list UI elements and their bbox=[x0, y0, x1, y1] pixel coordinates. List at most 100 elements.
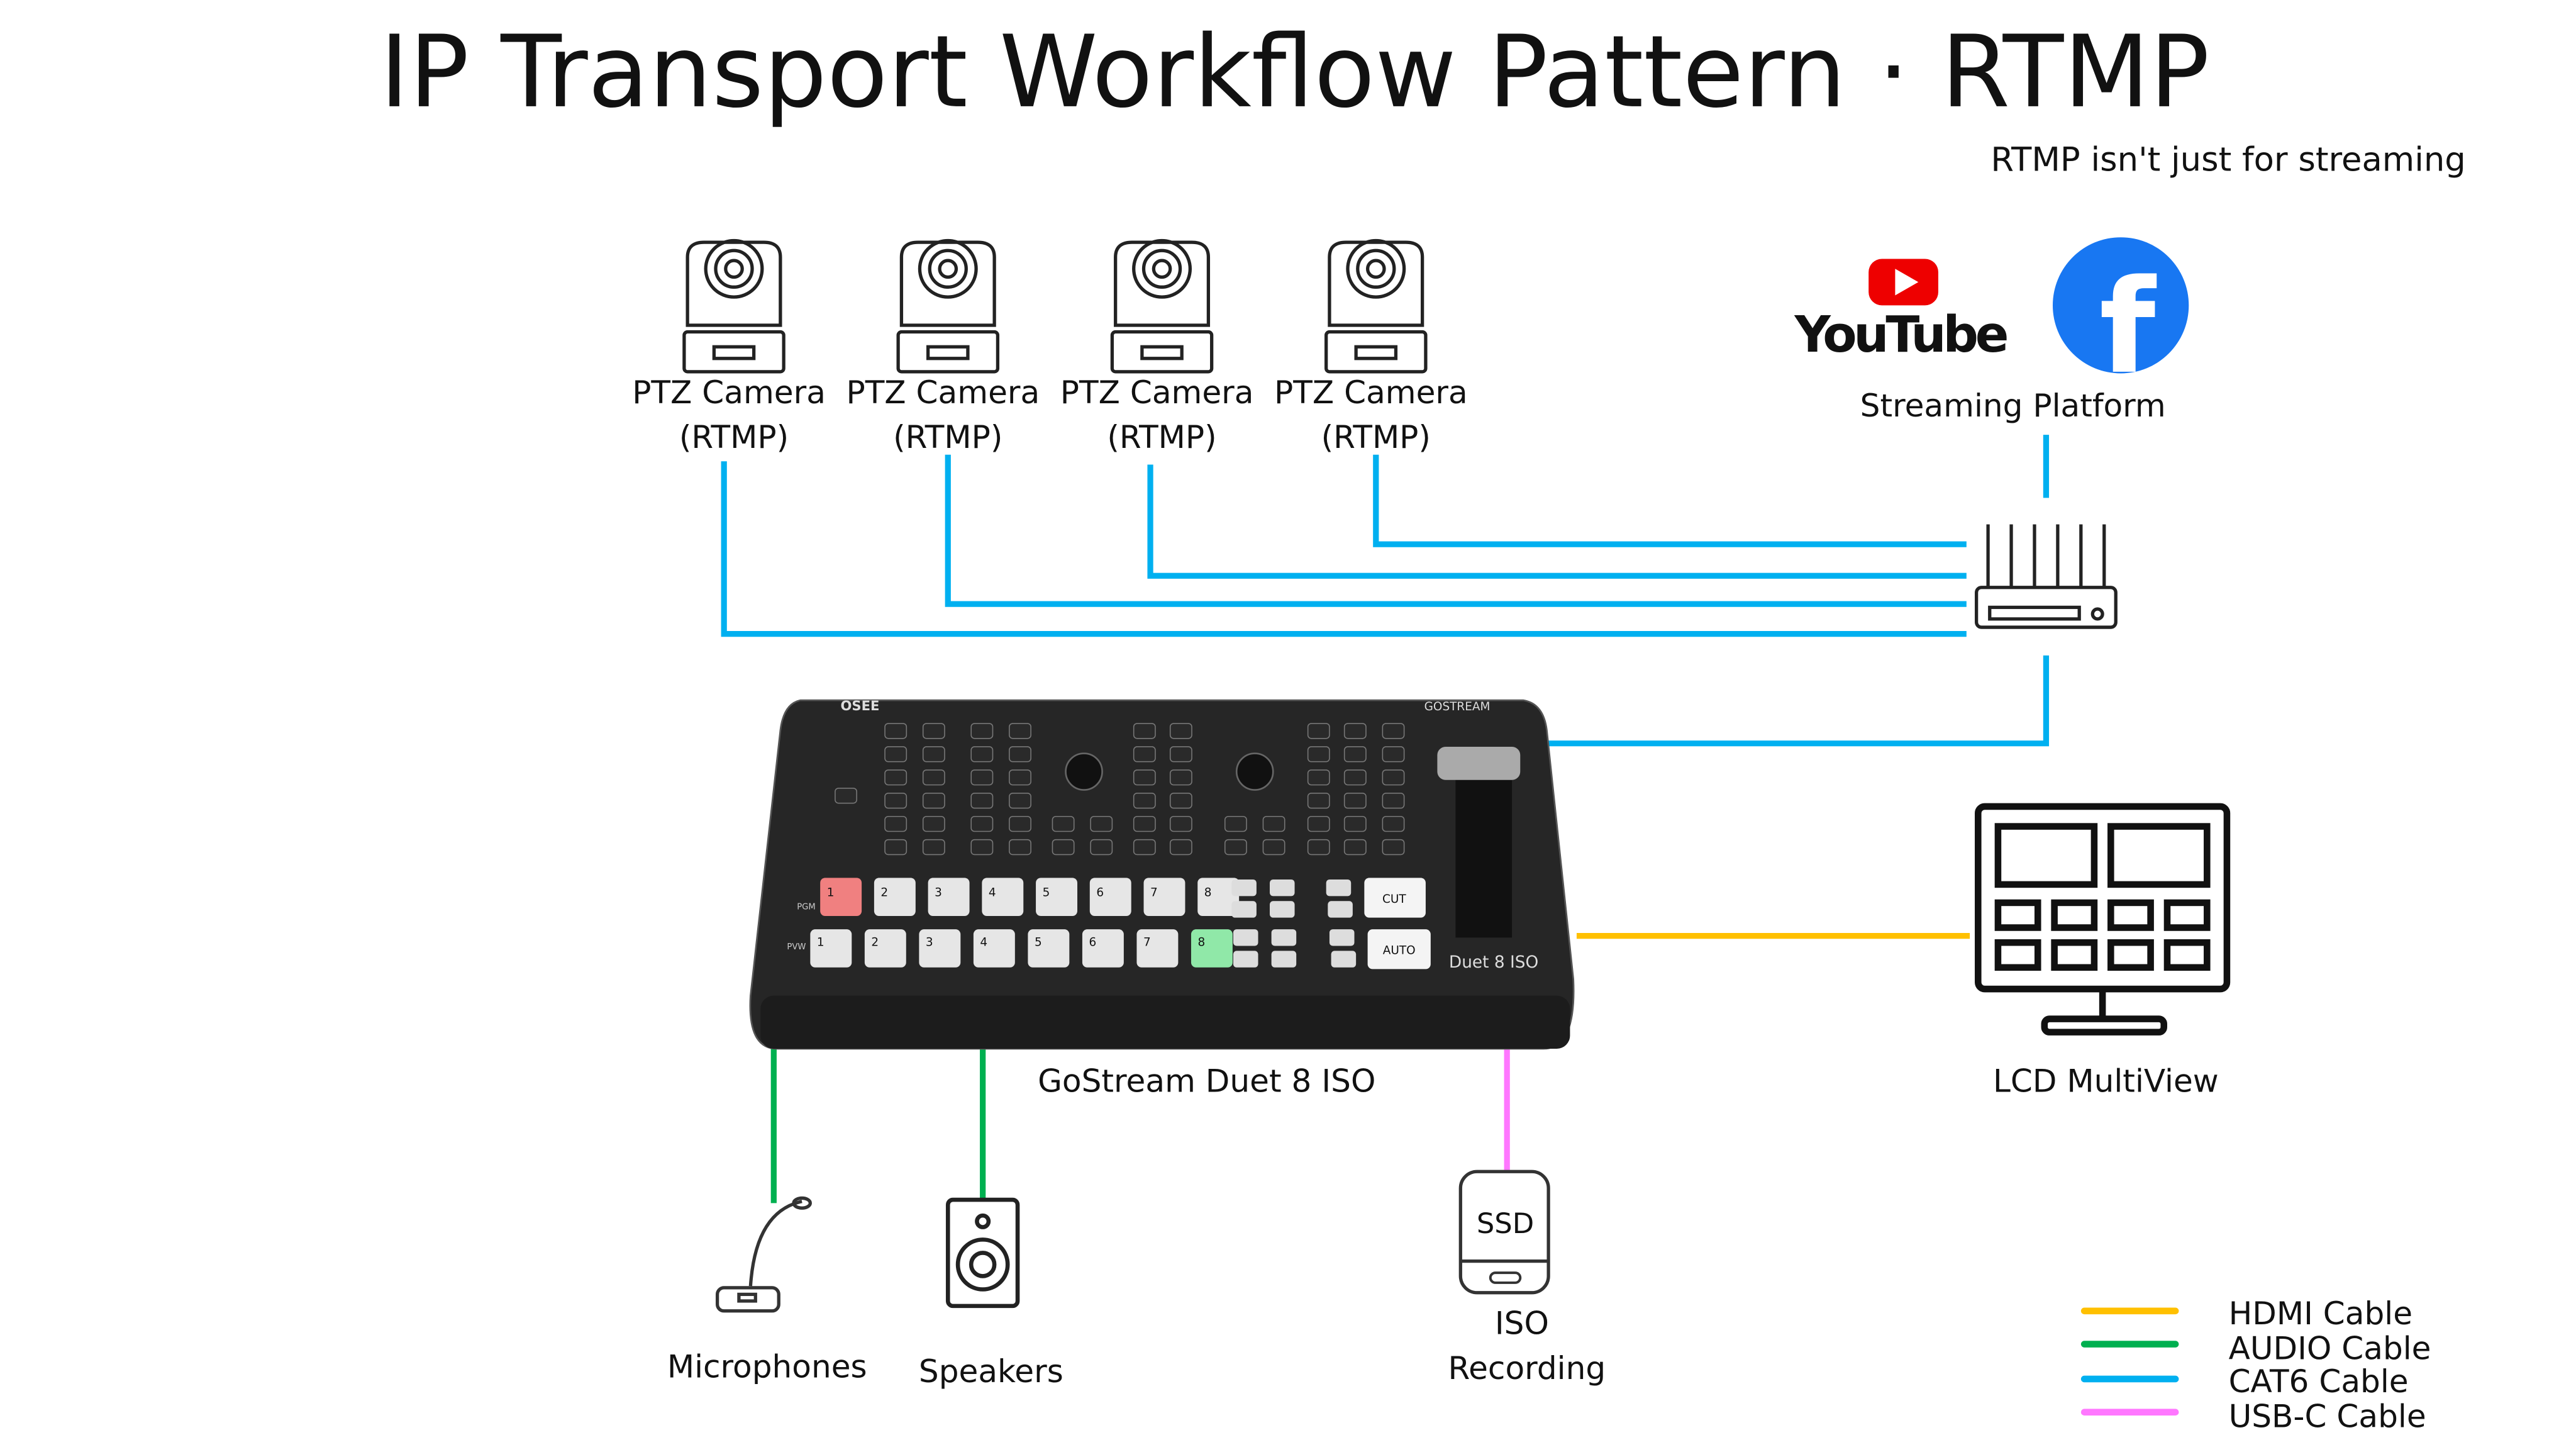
control-key bbox=[1382, 746, 1405, 762]
svg-text:YouTube: YouTube bbox=[1794, 306, 2006, 364]
pgm-key bbox=[1143, 878, 1185, 917]
legend: HDMI Cable AUDIO Cable CAT6 Cable USB-C … bbox=[2080, 1295, 2431, 1434]
control-key bbox=[884, 839, 908, 856]
control-key bbox=[884, 815, 908, 832]
control-key bbox=[1224, 815, 1247, 832]
control-key bbox=[1224, 839, 1247, 856]
pvw-key bbox=[864, 929, 906, 968]
pgm-key bbox=[820, 878, 862, 917]
control-key bbox=[1382, 839, 1405, 856]
microphone-icon bbox=[715, 1196, 812, 1313]
speakers-label: Speakers bbox=[919, 1353, 1063, 1390]
ptz-camera-icon bbox=[896, 238, 1000, 374]
pvw-key bbox=[973, 929, 1015, 968]
control-key bbox=[1009, 746, 1031, 762]
ptz-camera: PTZ Camera(RTMP) bbox=[846, 238, 1040, 455]
auto-button bbox=[1367, 929, 1431, 969]
pgm-key bbox=[1089, 878, 1131, 917]
cat6-cable-camera-2 bbox=[945, 454, 1967, 607]
control-key bbox=[884, 723, 908, 739]
router-icon bbox=[1975, 524, 2118, 629]
control-key bbox=[884, 769, 908, 786]
control-key bbox=[922, 793, 945, 809]
pvw-key bbox=[1136, 929, 1179, 968]
ssd-label-line2: Recording bbox=[1448, 1349, 1606, 1387]
control-key bbox=[1133, 769, 1156, 786]
youtube-logo: YouTube bbox=[1794, 259, 2010, 364]
facebook-logo: f bbox=[2052, 237, 2189, 403]
pvw-key-label: 2 bbox=[871, 935, 879, 949]
svg-text:PVW: PVW bbox=[787, 942, 806, 952]
control-key bbox=[922, 815, 945, 832]
control-key bbox=[1382, 793, 1405, 809]
control-key bbox=[1169, 746, 1192, 762]
pvw-key bbox=[1028, 929, 1070, 968]
control-key bbox=[1307, 839, 1330, 856]
pgm-key-label: 3 bbox=[935, 886, 942, 899]
pgm-key-label: 6 bbox=[1096, 886, 1104, 899]
control-key bbox=[1382, 723, 1405, 739]
legend-label-cat6: CAT6 Cable bbox=[2229, 1363, 2409, 1400]
camera-label: PTZ Camera bbox=[846, 374, 1040, 411]
cat6-cable-switcher bbox=[1543, 655, 2050, 747]
control-key bbox=[1052, 815, 1075, 832]
camera-protocol-label: (RTMP) bbox=[679, 418, 789, 455]
pgm-key bbox=[874, 878, 916, 917]
function-key bbox=[1326, 879, 1352, 896]
control-key bbox=[1009, 723, 1031, 739]
streaming-platform-label: Streaming Platform bbox=[1860, 387, 2166, 424]
pvw-key bbox=[1082, 929, 1124, 968]
microphones-label: Microphones bbox=[667, 1348, 867, 1385]
cut-button bbox=[1364, 878, 1426, 918]
control-key bbox=[922, 746, 945, 762]
pgm-key-label: 7 bbox=[1150, 886, 1158, 899]
function-key bbox=[1233, 951, 1258, 968]
control-key bbox=[1343, 746, 1367, 762]
control-key bbox=[1133, 839, 1156, 856]
switcher-label: GoStream Duet 8 ISO bbox=[1038, 1063, 1375, 1100]
camera-label: PTZ Camera bbox=[1274, 374, 1468, 411]
camera-protocol-label: (RTMP) bbox=[1107, 418, 1216, 455]
camera-label: PTZ Camera bbox=[632, 374, 826, 411]
function-key bbox=[1231, 879, 1257, 896]
function-key bbox=[1331, 951, 1357, 968]
ptz-camera: PTZ Camera(RTMP) bbox=[1060, 238, 1253, 455]
control-key bbox=[970, 793, 994, 809]
ptz-camera-icon bbox=[1110, 238, 1214, 374]
control-key bbox=[1169, 793, 1192, 809]
control-key bbox=[1009, 839, 1031, 856]
control-key bbox=[1133, 746, 1156, 762]
control-key bbox=[1307, 746, 1330, 762]
pgm-key-label: 2 bbox=[880, 886, 888, 899]
control-key bbox=[922, 839, 945, 856]
function-key bbox=[1271, 951, 1297, 968]
control-key bbox=[1009, 793, 1031, 809]
pvw-key bbox=[919, 929, 961, 968]
control-key bbox=[884, 793, 908, 809]
control-key bbox=[1009, 769, 1031, 786]
speaker-icon bbox=[945, 1197, 1020, 1309]
svg-text:PGM: PGM bbox=[797, 902, 816, 912]
control-key bbox=[1307, 793, 1330, 809]
control-key bbox=[970, 769, 994, 786]
ptz-camera-icon bbox=[682, 238, 786, 374]
ptz-camera-icon bbox=[1324, 238, 1428, 374]
control-key bbox=[1169, 815, 1192, 832]
pvw-key-label: 3 bbox=[926, 935, 933, 949]
function-key bbox=[1329, 929, 1355, 946]
ssd-icon: SSD bbox=[1458, 1170, 1550, 1295]
control-key bbox=[970, 839, 994, 856]
ptz-camera: PTZ Camera (RTMP) bbox=[632, 238, 826, 455]
legend-label-audio: AUDIO Cable bbox=[2229, 1329, 2431, 1366]
control-key bbox=[884, 746, 908, 762]
pgm-key-label: 8 bbox=[1204, 886, 1212, 899]
control-key bbox=[1052, 839, 1075, 856]
control-key bbox=[1133, 793, 1156, 809]
control-key bbox=[970, 723, 994, 739]
multiview-label: LCD MultiView bbox=[1993, 1063, 2219, 1100]
control-key bbox=[1343, 839, 1367, 856]
control-key bbox=[1307, 815, 1330, 832]
svg-text:GOSTREAM: GOSTREAM bbox=[1424, 700, 1491, 713]
